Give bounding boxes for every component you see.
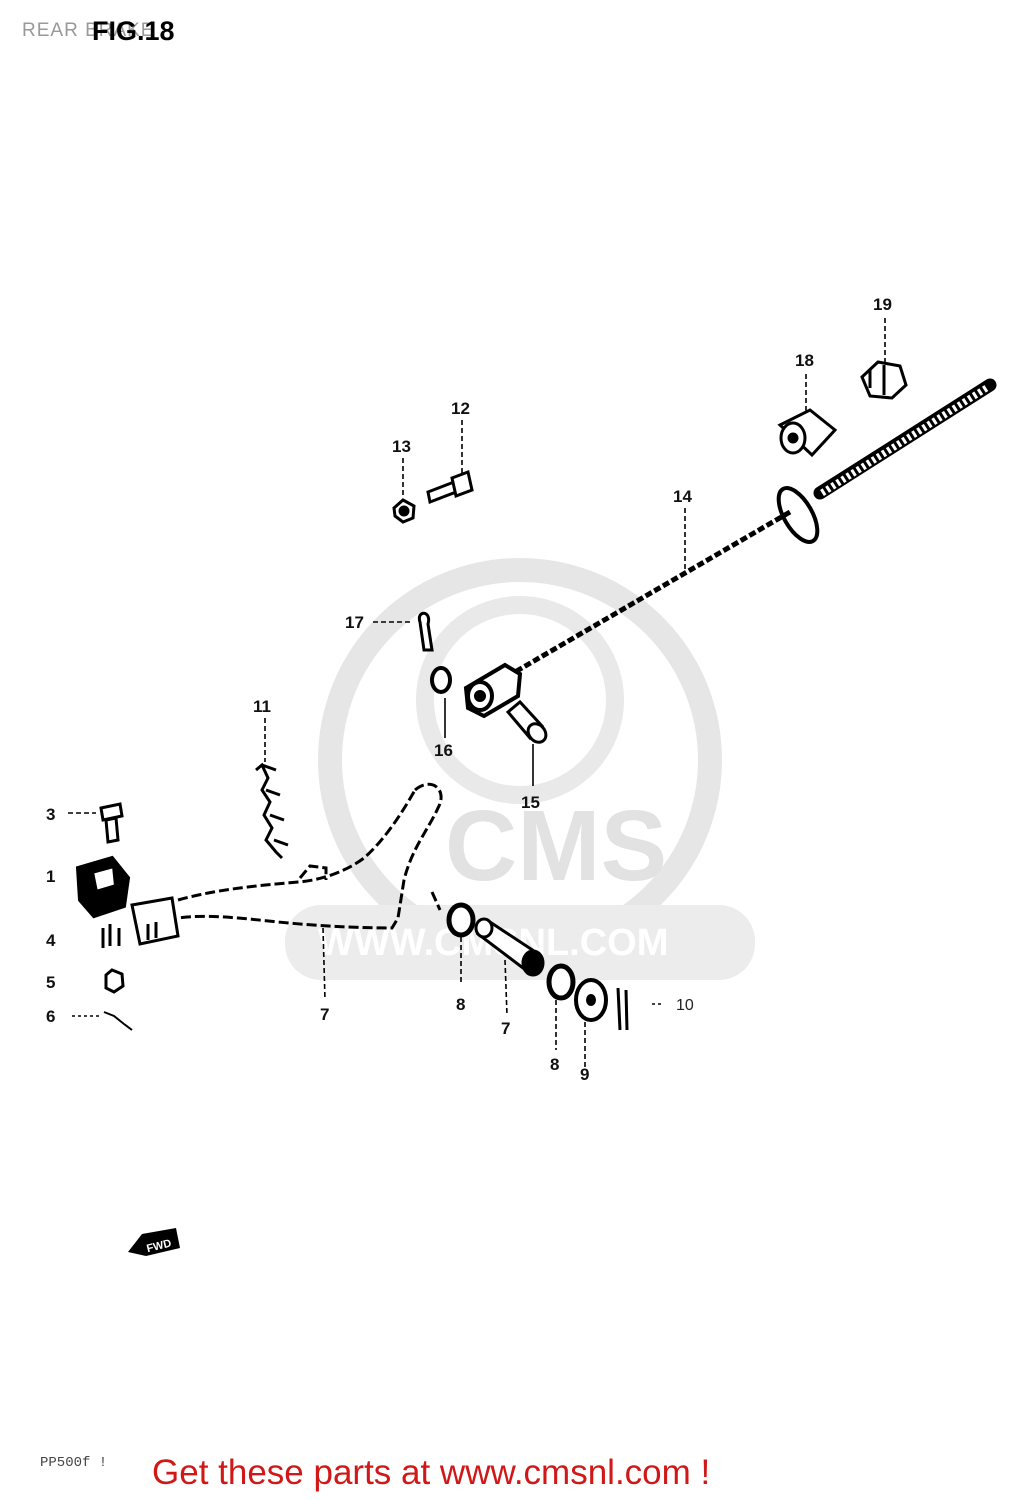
- part-10-cotter-pin[interactable]: [616, 987, 629, 1031]
- part-16-washer[interactable]: [430, 666, 452, 694]
- callout-17: 17: [345, 613, 364, 632]
- callout-4: 4: [46, 931, 56, 950]
- callout-16: 16: [434, 741, 453, 760]
- part-1-rubber[interactable]: [75, 855, 131, 919]
- part-5-nut[interactable]: [104, 968, 125, 994]
- callout-6: 6: [46, 1007, 55, 1026]
- part-2-brake-pedal[interactable]: [177, 782, 443, 930]
- part-19-nut[interactable]: [860, 360, 908, 400]
- callout-7: 7: [501, 1019, 510, 1038]
- callout-8-second: 8: [550, 1055, 559, 1074]
- callout-labels: 1 3 4 5 6 7 7 8 8 9 10 11 12 13 14 15 16…: [46, 295, 892, 1084]
- callout-2-pedal: 7: [320, 1005, 329, 1024]
- page-code: PP500f !: [40, 1455, 108, 1471]
- part-15-clevis-pin[interactable]: [505, 699, 550, 746]
- callout-8-first: 8: [456, 995, 465, 1014]
- part-8-washer-a[interactable]: [446, 902, 476, 938]
- callout-13: 13: [392, 437, 411, 456]
- figure-title: FIG.18: [92, 16, 175, 46]
- callout-1: 1: [46, 867, 55, 886]
- part-4-washer[interactable]: [101, 924, 121, 948]
- part-6-cotter[interactable]: [103, 1011, 133, 1031]
- part-17-cotter-pin[interactable]: [417, 611, 434, 652]
- section-title: REAR BRAKE: [22, 20, 155, 41]
- callout-15: 15: [521, 793, 540, 812]
- parts-link[interactable]: Get these parts at www.cmsnl.com !: [152, 1453, 711, 1492]
- callout-19: 19: [873, 295, 892, 314]
- part-7-bushing[interactable]: [474, 917, 545, 977]
- pedal-front-end[interactable]: [130, 896, 180, 946]
- part-12-bolt[interactable]: [426, 469, 474, 505]
- part-18-barrel[interactable]: [777, 408, 838, 458]
- callout-12: 12: [451, 399, 470, 418]
- clevis-joint[interactable]: [463, 662, 523, 719]
- callout-3: 3: [46, 805, 55, 824]
- watermark-brand: CMS: [445, 790, 667, 902]
- callout-10: 10: [676, 997, 694, 1014]
- part-13-nut[interactable]: [392, 498, 416, 524]
- part-8-washer-b[interactable]: [546, 963, 576, 1001]
- part-3-bolt[interactable]: [99, 802, 124, 844]
- callout-14: 14: [673, 487, 692, 506]
- part-11-spring[interactable]: [255, 762, 289, 860]
- callout-9: 9: [580, 1065, 589, 1084]
- callout-5: 5: [46, 973, 55, 992]
- part-14-brake-rod[interactable]: [513, 378, 997, 675]
- callout-11: 11: [253, 697, 271, 716]
- forward-arrow-icon: FWD: [128, 1228, 180, 1256]
- callout-18: 18: [795, 351, 814, 370]
- forward-arrow-label: FWD: [145, 1237, 172, 1255]
- leader-lines: [68, 318, 886, 1068]
